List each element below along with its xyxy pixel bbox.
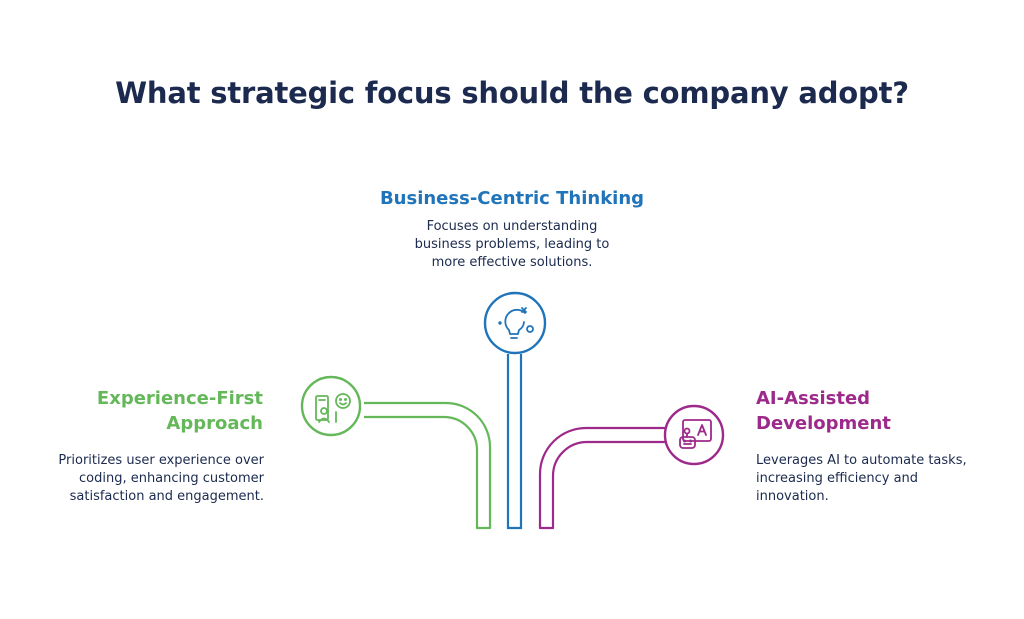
description-line: Prioritizes user experience over [58, 453, 264, 468]
description-line: Focuses on understanding [426, 219, 598, 234]
heading-line: Approach [166, 413, 263, 434]
description-line: increasing efficiency and [756, 471, 919, 486]
lightbulb-icon [483, 291, 547, 355]
business-centric-heading: Business-Centric Thinking [379, 188, 645, 209]
description-line: business problems, leading to [414, 237, 610, 252]
ai-robot-icon [663, 404, 725, 466]
ai-connector [538, 426, 666, 530]
page-title: What strategic focus should the company … [115, 76, 909, 110]
description-line: more effective solutions. [431, 255, 593, 270]
heading-line: AI-Assisted [756, 388, 871, 409]
description-line: innovation. [756, 489, 829, 504]
description-line: coding, enhancing customer [78, 471, 264, 486]
user-experience-icon [300, 375, 362, 437]
business-centric-description: Focuses on understanding business proble… [382, 218, 642, 272]
heading-line: Development [756, 413, 891, 434]
ai-assisted-heading: AI-Assisted Development [756, 386, 996, 436]
description-line: satisfaction and engagement. [69, 489, 264, 504]
heading-line: Experience-First [96, 388, 263, 409]
ai-assisted-description: Leverages AI to automate tasks, increasi… [756, 452, 996, 506]
business-connector [506, 354, 523, 530]
experience-connector [364, 401, 492, 530]
description-line: Leverages AI to automate tasks, [756, 453, 967, 468]
experience-first-heading: Experience-First Approach [60, 386, 263, 436]
experience-first-description: Prioritizes user experience over coding,… [30, 452, 264, 506]
